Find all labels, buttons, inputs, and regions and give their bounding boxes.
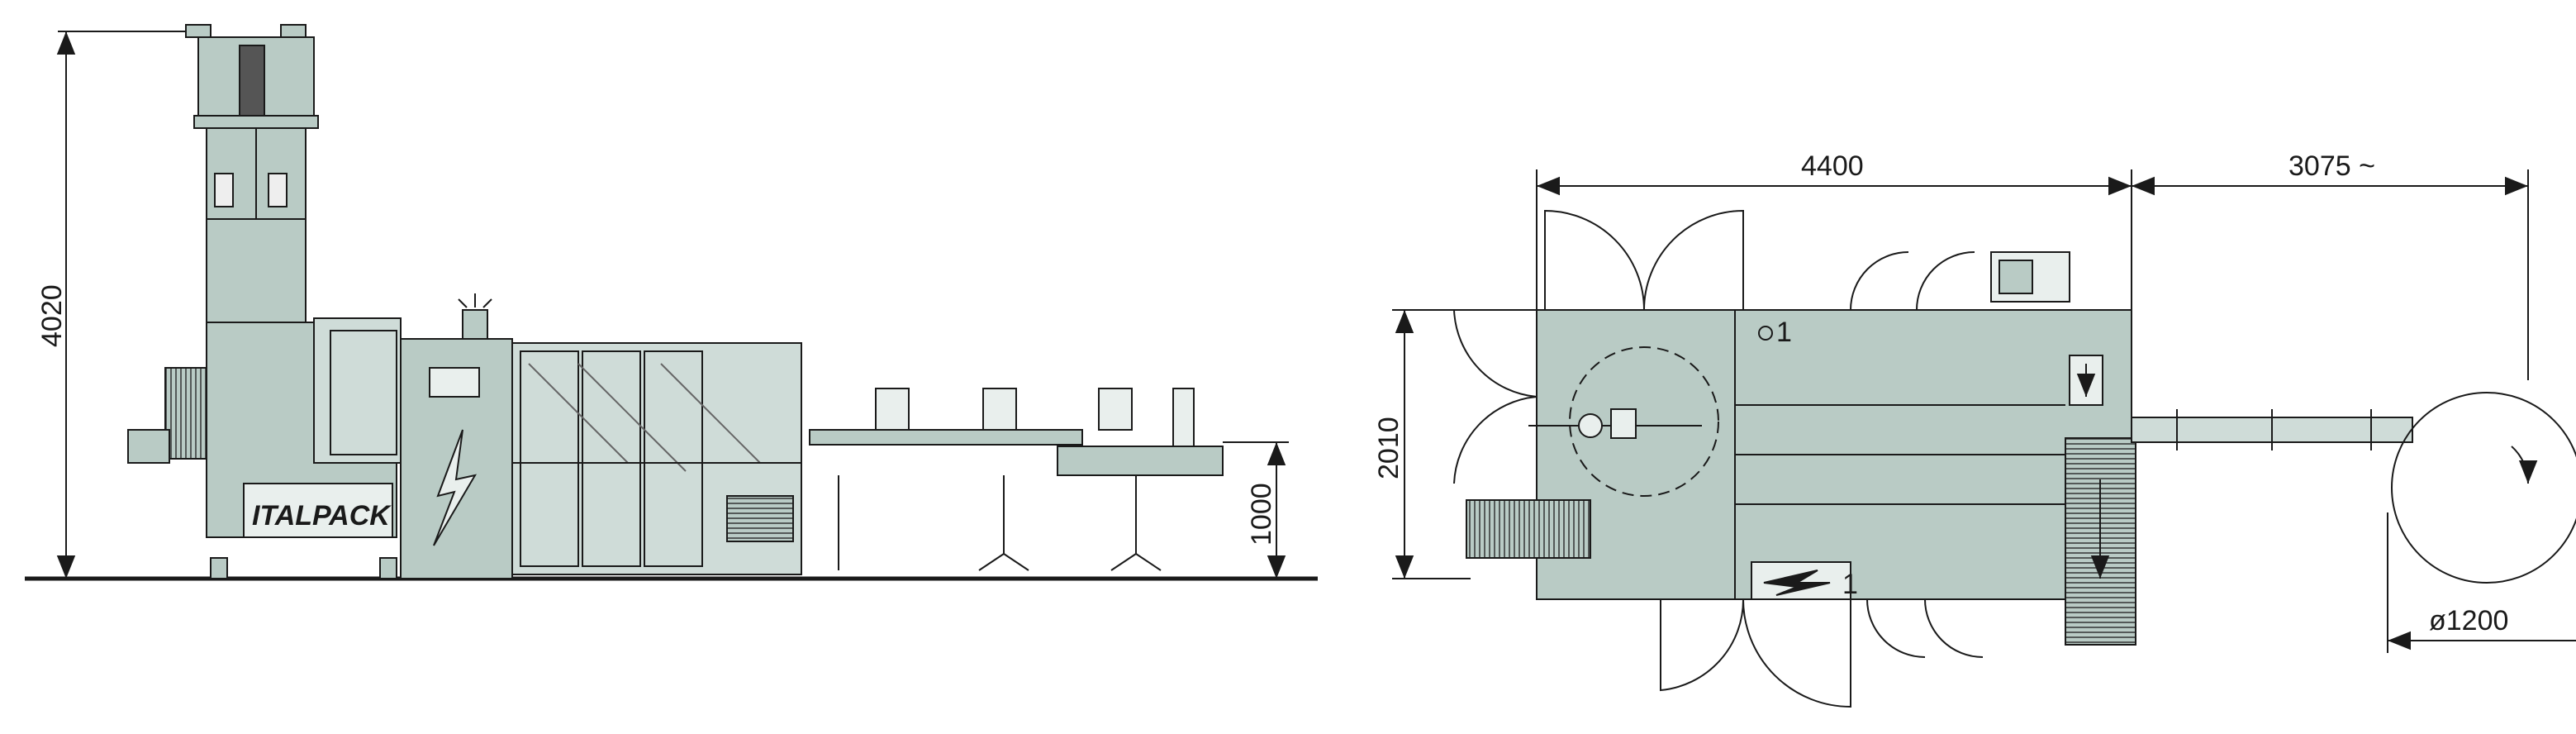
turntable — [2391, 392, 2576, 584]
outfeed-conveyor — [809, 388, 1224, 571]
top-view: 1 1 4400 3075 ~ 2010 ø1200 — [1373, 150, 2576, 708]
conveyor-length-dimension: 3075 ~ — [2288, 150, 2375, 182]
side-view: ITALPACK — [25, 24, 1318, 581]
lightning-icon — [433, 429, 478, 546]
italpack-logo: ITALPACK — [252, 500, 392, 531]
height-dimension: 4020 — [36, 284, 68, 347]
film-unwinder — [1466, 499, 1591, 559]
logo-panel — [243, 483, 393, 538]
turntable-diameter-dimension: ø1200 — [2429, 605, 2508, 636]
rotary-table — [1569, 346, 1719, 497]
length-dimension: 4400 — [1801, 150, 1864, 182]
guarded-tunnel — [511, 342, 802, 575]
marker-1-icon — [1758, 326, 1773, 341]
marker-warning-label: 1 — [1842, 569, 1858, 600]
beacon-light — [462, 309, 488, 340]
marker-1-label: 1 — [1776, 317, 1792, 348]
width-dimension: 2010 — [1373, 417, 1404, 479]
door-swings — [1453, 209, 1984, 708]
warning-lightning-icon — [1763, 570, 1831, 596]
hopper-tower — [185, 24, 319, 323]
conveyor-height-dimension: 1000 — [1246, 483, 1277, 546]
